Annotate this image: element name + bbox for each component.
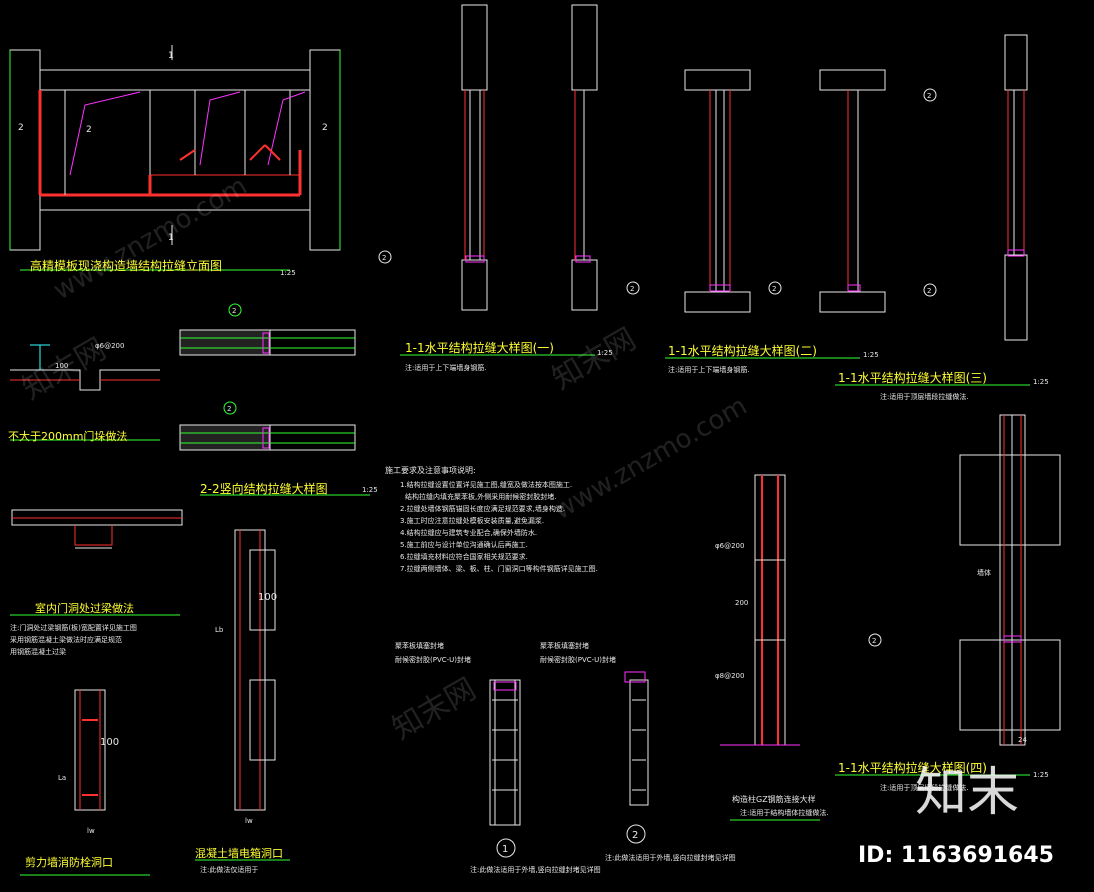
h11-c-note: 注:适用于顶层墙段拉缝做法. <box>880 392 969 401</box>
construction-note-7: 6.拉缝填充材料应符合国家相关规范要求. <box>400 552 528 561</box>
h11-b-note: 注:适用于上下端墙身钢筋. <box>668 365 750 374</box>
pvc-detail-2-circle: 2 <box>632 830 638 841</box>
concrete-wall-dim-100: 100 <box>258 592 277 603</box>
section-22-detail <box>179 303 370 496</box>
concrete-wall-lw: lw <box>245 817 253 825</box>
h11-a-scale: 1:25 <box>597 349 613 357</box>
construction-note-6: 5.施工前应与设计单位沟通确认后再施工. <box>400 540 528 549</box>
section-22-title: 2-2竖向结构拉缝大样图 <box>200 481 328 496</box>
shear-wall-detail <box>20 689 150 876</box>
h11-d-note: 注:适用于顶层墙段拉缝做法. <box>880 783 969 792</box>
door-jamb-rebar-label: φ6@200 <box>95 342 124 350</box>
elevation-title: 高精模板现浇构造墙结构拉缝立面图 <box>30 258 222 273</box>
elevation-mark-1-top: 1 <box>168 51 174 61</box>
h11-d-dim: 24 <box>1018 736 1027 744</box>
h11-b-circle-a: 2 <box>630 285 634 293</box>
gz-note: 注:适用于结构墙体拉缝做法. <box>740 808 829 817</box>
construction-note-3: 2.拉缝处墙体钢筋锚固长度应满足规范要求,墙身构造. <box>400 504 565 513</box>
elevation-mark-1-bottom: 1 <box>168 233 174 243</box>
gz-dim: 200 <box>735 599 748 607</box>
watermark-logo: 知末 <box>915 763 1019 823</box>
concrete-wall-lb: Lb <box>215 626 224 634</box>
shear-wall-lw: lw <box>87 827 95 835</box>
door-jamb-title: 不大于200mm门垛做法 <box>8 429 127 443</box>
construction-note-5: 4.结构拉缝应与建筑专业配合,确保外墙防水. <box>400 528 537 537</box>
h11-d-circle: 2 <box>872 637 876 645</box>
door-jamb-detail <box>10 344 160 441</box>
elevation-mark-2-inner: 2 <box>86 125 92 135</box>
door-jamb-dim: 100 <box>55 362 68 370</box>
h11-a-circle: 2 <box>382 254 386 262</box>
pvc-label-c: 聚苯板填塞封堵 <box>540 641 589 650</box>
section-22-scale: 1:25 <box>362 486 378 494</box>
indoor-opening-note-2: 采用钢筋混凝土梁做法时应满足规范 <box>10 635 122 644</box>
h11-d-wall-name: 墙体 <box>977 568 991 577</box>
h11-b-circle-b: 2 <box>772 285 776 293</box>
pvc-label-a: 聚苯板填塞封堵 <box>395 641 444 650</box>
pvc-detail-1-circle: 1 <box>502 844 508 855</box>
h11-b-detail <box>626 69 886 359</box>
h11-c-scale: 1:25 <box>1033 378 1049 386</box>
h11-c-circle-a: 2 <box>927 92 931 100</box>
pvc-label-d: 耐候密封胶(PVC-U)封堵 <box>540 655 616 664</box>
section-22-circle-a: 2 <box>232 307 236 315</box>
pvc-detail-1 <box>489 679 521 858</box>
gz-title: 构造柱GZ钢筋连接大样 <box>732 794 816 804</box>
h11-b-title: 1-1水平结构拉缝大样图(二) <box>668 343 817 358</box>
pvc-detail-2 <box>624 671 649 844</box>
h11-d-detail <box>835 414 1061 776</box>
elevation-mark-2-left: 2 <box>18 123 24 133</box>
gz-column-detail <box>720 474 820 821</box>
pvc-detail-2-note: 注:此做法适用于外墙,竖向拉缝封堵见详图 <box>605 853 736 862</box>
construction-note-1: 1.结构拉缝设置位置详见施工图,缝宽及做法按本图施工. <box>400 480 572 489</box>
indoor-opening-note-1: 注:门洞处过梁钢筋(板)宽配置详见施工图 <box>10 623 137 632</box>
indoor-opening-detail <box>10 509 183 616</box>
pvc-detail-1-note: 注:此做法适用于外墙,竖向拉缝封堵见详图 <box>470 865 601 874</box>
h11-c-detail <box>835 34 1030 386</box>
h11-c-circle-b: 2 <box>927 287 931 295</box>
watermark-id: ID: 1163691645 <box>858 843 1054 868</box>
shear-wall-title: 剪力墙消防栓洞口 <box>25 855 113 869</box>
concrete-wall-title: 混凝土墙电箱洞口 <box>195 846 283 860</box>
pvc-label-b: 耐候密封胶(PVC-U)封堵 <box>395 655 471 664</box>
elevation-scale: 1:25 <box>280 269 296 277</box>
elevation-mark-2-right: 2 <box>322 123 328 133</box>
indoor-opening-title: 室内门洞处过梁做法 <box>35 601 134 615</box>
indoor-opening-note-3: 用钢筋混凝土过梁 <box>10 647 66 656</box>
concrete-wall-detail <box>195 529 290 861</box>
shear-wall-dim-100: 100 <box>100 737 119 748</box>
watermark-brand-2: 知末网 <box>547 322 642 397</box>
concrete-wall-note: 注:此做法仅适用于 <box>200 865 258 874</box>
elevation-detail <box>9 45 341 271</box>
gz-rebar-label-a: φ6@200 <box>715 542 744 550</box>
watermark-site-2: www.znzmo.com <box>549 391 753 526</box>
h11-a-note: 注:适用于上下端墙身钢筋. <box>405 363 487 372</box>
h11-a-title: 1-1水平结构拉缝大样图(一) <box>405 340 554 355</box>
construction-notes-heading: 施工要求及注意事项说明: <box>385 465 476 475</box>
construction-note-4: 3.施工时应注意拉缝处模板安装质量,避免漏浆. <box>400 516 544 525</box>
shear-wall-la: La <box>58 774 66 782</box>
h11-b-scale: 1:25 <box>863 351 879 359</box>
h11-c-title: 1-1水平结构拉缝大样图(三) <box>838 370 987 385</box>
watermark-brand-3: 知末网 <box>387 672 482 747</box>
h11-d-title: 1-1水平结构拉缝大样图(四) <box>838 760 987 775</box>
h11-d-scale: 1:25 <box>1033 771 1049 779</box>
watermark-brand-1: 知末网 <box>17 332 112 407</box>
section-22-circle-b: 2 <box>227 405 231 413</box>
construction-note-2: 结构拉缝内填充聚苯板,外侧采用耐候密封胶封堵. <box>405 492 556 501</box>
construction-note-8: 7.拉缝两侧墙体、梁、板、柱、门窗洞口等构件钢筋详见施工图. <box>400 564 598 573</box>
h11-a-detail <box>378 4 598 356</box>
gz-rebar-label-b: φ8@200 <box>715 672 744 680</box>
